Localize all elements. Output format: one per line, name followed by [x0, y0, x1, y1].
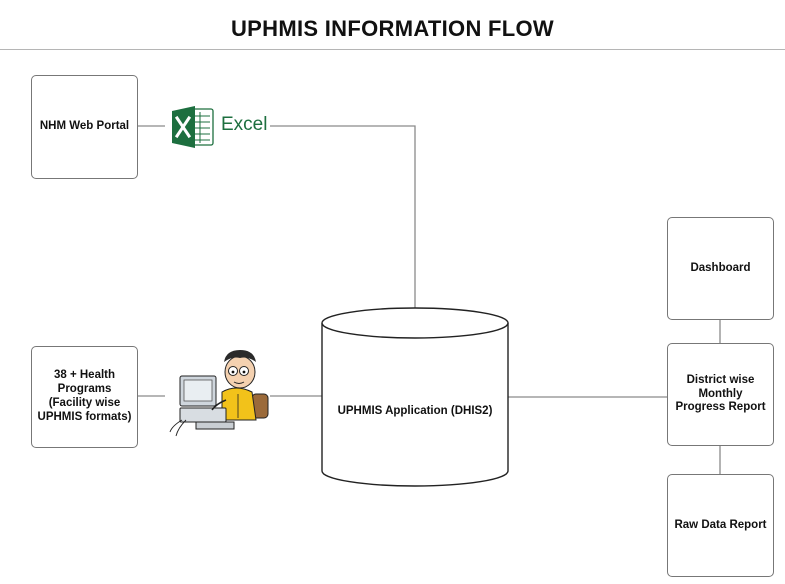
- nhm-web-portal-box: NHM Web Portal: [31, 75, 138, 179]
- raw-data-report-label: Raw Data Report: [674, 518, 767, 531]
- dashboard-label: Dashboard: [690, 261, 751, 274]
- uphmis-application-label: UPHMIS Application (DHIS2): [337, 405, 493, 417]
- excel-icon: [172, 106, 214, 148]
- excel-label: Excel: [221, 114, 268, 135]
- person-at-computer-icon: [169, 350, 269, 437]
- dashboard-box: Dashboard: [667, 217, 774, 320]
- diagram-title: UPHMIS INFORMATION FLOW: [230, 16, 554, 41]
- database-cylinder-icon: [321, 307, 509, 487]
- district-report-box: District wise Monthly Progress Report: [667, 343, 774, 446]
- title-divider: [0, 49, 785, 50]
- health-programs-label: 38 + Health Programs (Facility wise UPHM…: [37, 369, 132, 423]
- health-programs-box: 38 + Health Programs (Facility wise UPHM…: [31, 346, 138, 448]
- nhm-web-portal-label: NHM Web Portal: [39, 120, 130, 133]
- line-excel-app: [270, 125, 416, 309]
- district-report-label: District wise Monthly Progress Report: [675, 373, 766, 414]
- raw-data-report-box: Raw Data Report: [667, 474, 774, 577]
